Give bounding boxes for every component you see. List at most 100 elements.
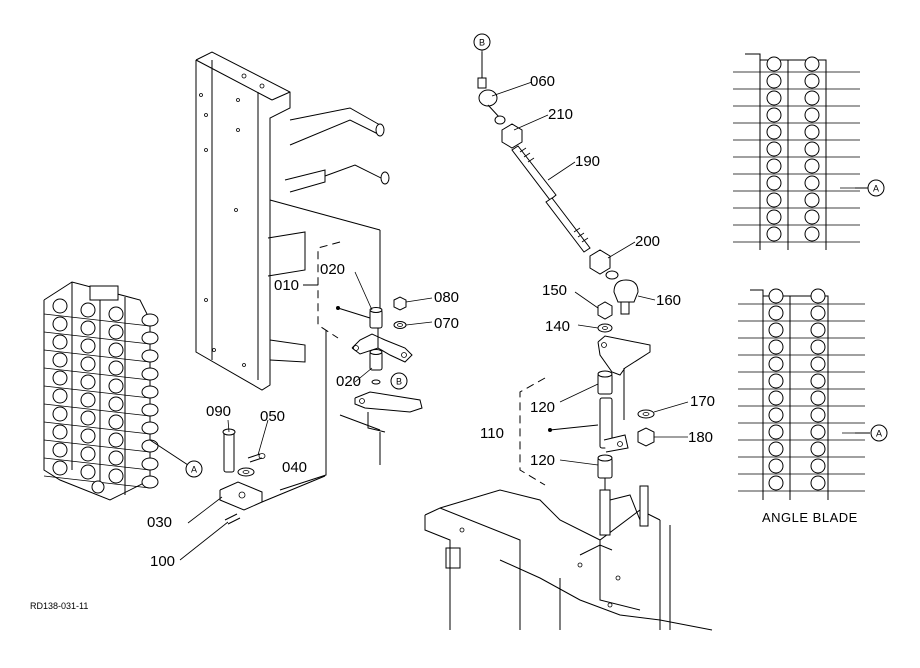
label-080: 080 bbox=[434, 289, 459, 306]
label-050: 050 bbox=[260, 408, 285, 425]
valve-port bbox=[80, 464, 96, 480]
leader-lines bbox=[179, 50, 870, 561]
label-140: 140 bbox=[545, 318, 570, 335]
marker-a-right-bottom-letter: A bbox=[876, 429, 882, 439]
grid-circle bbox=[768, 356, 784, 372]
valve-spool bbox=[141, 349, 159, 363]
frame-plate bbox=[195, 51, 390, 391]
part-labels: 060 210 190 200 150 160 140 110 120 120 … bbox=[147, 73, 715, 570]
grid-circle bbox=[810, 322, 826, 338]
valve-port bbox=[108, 324, 124, 340]
grid-circle bbox=[804, 192, 820, 208]
valve-spool bbox=[141, 313, 159, 327]
grid-circle bbox=[810, 356, 826, 372]
grid-circle bbox=[804, 124, 820, 140]
marker-a-left-letter: A bbox=[191, 465, 197, 475]
marker-a-left: A bbox=[185, 460, 203, 478]
grid-circle bbox=[768, 288, 784, 304]
grid-circle bbox=[766, 209, 782, 225]
label-030: 030 bbox=[147, 514, 172, 531]
valve-section-line bbox=[43, 313, 151, 327]
valve-port bbox=[52, 442, 68, 458]
marker-a-right-top-letter: A bbox=[873, 184, 879, 194]
valve-port bbox=[108, 342, 124, 358]
grid-circle bbox=[766, 124, 782, 140]
grid-circle bbox=[766, 226, 782, 242]
marker-a-right-bottom: A bbox=[870, 424, 888, 442]
grid-circle bbox=[810, 441, 826, 457]
valve-port bbox=[108, 378, 124, 394]
valve-port bbox=[52, 316, 68, 332]
valve-port bbox=[108, 432, 124, 448]
valve-port bbox=[80, 428, 96, 444]
valve-spool bbox=[141, 475, 159, 489]
grid-circle bbox=[804, 226, 820, 242]
valve-port bbox=[108, 306, 124, 322]
valve-section-line bbox=[43, 439, 151, 453]
valve-spool bbox=[141, 385, 159, 399]
valve-port bbox=[52, 406, 68, 422]
grid-circle bbox=[766, 73, 782, 89]
grid-circle bbox=[810, 339, 826, 355]
label-100: 100 bbox=[150, 553, 175, 570]
valve-port bbox=[108, 396, 124, 412]
caption-angle-blade: ANGLE BLADE bbox=[762, 510, 858, 525]
marker-b-top-letter: B bbox=[479, 38, 485, 48]
valve-spool bbox=[141, 331, 159, 345]
label-070: 070 bbox=[434, 315, 459, 332]
valve-section-line bbox=[43, 367, 151, 381]
valve-port bbox=[52, 424, 68, 440]
grid-circle bbox=[768, 339, 784, 355]
label-060: 060 bbox=[530, 73, 555, 90]
grid-circle bbox=[768, 390, 784, 406]
valve-port bbox=[108, 414, 124, 430]
valve-port bbox=[52, 334, 68, 350]
valve-spool bbox=[141, 457, 159, 471]
valve-section-line bbox=[43, 331, 151, 345]
valve-port bbox=[52, 352, 68, 368]
grid-circle bbox=[804, 209, 820, 225]
label-150: 150 bbox=[542, 282, 567, 299]
grid-circle bbox=[768, 458, 784, 474]
grid-circle bbox=[810, 288, 826, 304]
label-180: 180 bbox=[688, 429, 713, 446]
label-110: 110 bbox=[480, 425, 504, 442]
grid-circle bbox=[804, 141, 820, 157]
grid-circle bbox=[804, 158, 820, 174]
label-020-upper: 020 bbox=[320, 261, 345, 278]
grid-circle bbox=[766, 175, 782, 191]
valve-port bbox=[80, 320, 96, 336]
grid-circle bbox=[768, 475, 784, 491]
valve-diagram-bottom bbox=[738, 288, 870, 500]
rod-assembly bbox=[477, 52, 651, 420]
label-020-lower: 020 bbox=[336, 373, 361, 390]
grid-circle bbox=[804, 107, 820, 123]
valve-port bbox=[80, 392, 96, 408]
label-090: 090 bbox=[206, 403, 231, 420]
grid-circle bbox=[810, 373, 826, 389]
label-010: 010 bbox=[274, 277, 299, 294]
valve-section-line bbox=[43, 385, 151, 399]
shaft-group bbox=[519, 370, 655, 490]
grid-circle bbox=[810, 407, 826, 423]
valve-port bbox=[80, 410, 96, 426]
grid-circle bbox=[766, 141, 782, 157]
valve-section-line bbox=[43, 421, 151, 435]
valve-section-line bbox=[43, 349, 151, 363]
label-200: 200 bbox=[635, 233, 660, 250]
grid-circle bbox=[810, 390, 826, 406]
valve-spool bbox=[141, 403, 159, 417]
grid-circle bbox=[804, 175, 820, 191]
valve-port bbox=[108, 468, 124, 484]
grid-circle bbox=[768, 441, 784, 457]
grid-circle bbox=[766, 192, 782, 208]
grid-circle bbox=[768, 424, 784, 440]
valve-port bbox=[52, 388, 68, 404]
grid-circle bbox=[766, 56, 782, 72]
label-120-lower: 120 bbox=[530, 452, 555, 469]
valve-port bbox=[52, 298, 68, 314]
valve-spool bbox=[141, 421, 159, 435]
grid-circle bbox=[768, 373, 784, 389]
grid-circle bbox=[766, 158, 782, 174]
